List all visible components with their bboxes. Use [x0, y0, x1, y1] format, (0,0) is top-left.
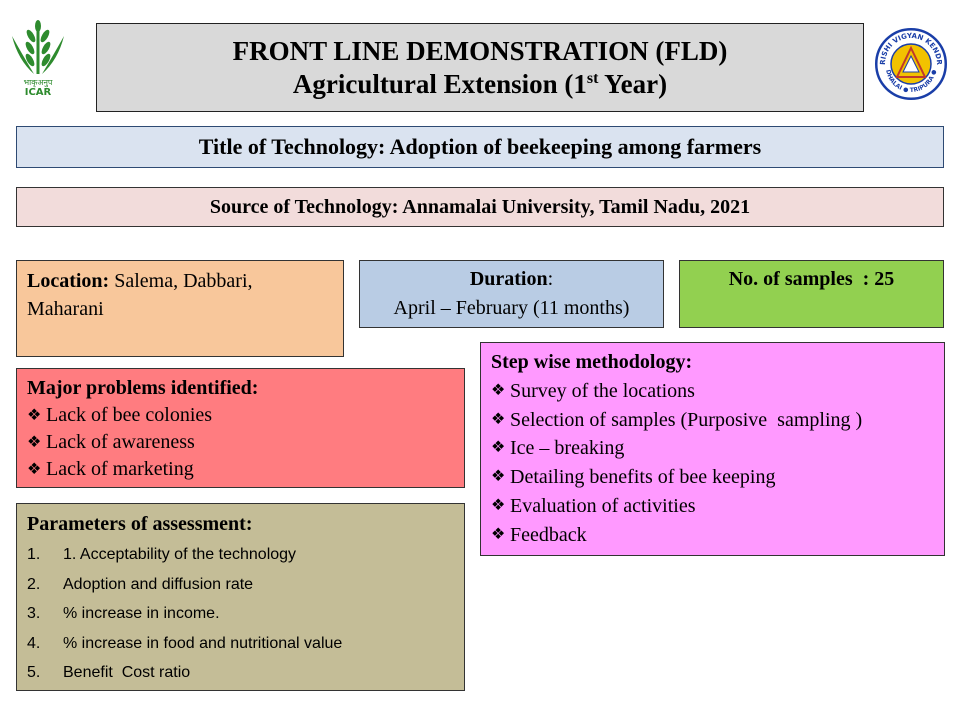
- diamond-bullet-icon: ❖: [491, 381, 506, 399]
- parameter-item: % increase in income.: [63, 605, 220, 622]
- item-number: 1.: [27, 546, 41, 563]
- diamond-bullet-icon: ❖: [27, 461, 42, 478]
- diamond-bullet-icon: ❖: [27, 434, 42, 451]
- list-item: ❖Lack of awareness: [27, 429, 454, 456]
- list-item: ❖Evaluation of activities: [491, 492, 934, 521]
- technology-source: Source of Technology: Annamalai Universi…: [209, 195, 751, 218]
- icar-hindi-text: भाकृअनुप: [24, 78, 53, 88]
- list-item: 3. % increase in income.: [27, 599, 454, 629]
- methodology-item: Ice – breaking: [510, 437, 625, 460]
- header-line2-prefix: Agricultural Extension (1: [292, 68, 587, 99]
- list-item: ❖Feedback: [491, 521, 934, 550]
- list-item: 5. Benefit Cost ratio: [27, 658, 454, 688]
- header-line1: FRONT LINE DEMONSTRATION (FLD): [232, 35, 728, 66]
- parameter-item: 1. Acceptability of the technology: [63, 546, 297, 563]
- item-number: 3.: [27, 605, 41, 622]
- location-box: Location: Salema, Dabbari, Maharani: [16, 260, 344, 357]
- list-item: ❖Ice – breaking: [491, 434, 934, 463]
- list-item: 2. Adoption and diffusion rate: [27, 570, 454, 600]
- problems-box: Major problems identified: ❖Lack of bee …: [16, 368, 465, 488]
- methodology-item: Survey of the locations: [510, 379, 695, 402]
- problem-item: Lack of bee colonies: [46, 404, 213, 426]
- diamond-bullet-icon: ❖: [491, 439, 506, 457]
- problem-item: Lack of awareness: [46, 431, 195, 453]
- parameters-list: 1. 1. Acceptability of the technology 2. A…: [27, 540, 454, 688]
- header-line2: Agricultural Extension (1st Year): [293, 68, 667, 101]
- item-number: 5.: [27, 664, 41, 681]
- parameter-item: % increase in food and nutritional value: [63, 634, 343, 652]
- parameters-heading: Parameters of assessment:: [27, 513, 253, 535]
- technology-title: Title of Technology: Adoption of beekeep…: [198, 134, 762, 159]
- list-item: ❖Detailing benefits of bee keeping: [491, 463, 934, 492]
- header-line2-sup: st: [586, 69, 599, 87]
- duration-box: Duration: April – February (11 months): [359, 260, 664, 328]
- parameters-box: Parameters of assessment: 1. 1. Acceptabi…: [16, 503, 465, 691]
- methodology-box: Step wise methodology: ❖Survey of the lo…: [480, 342, 945, 556]
- list-item: ❖Survey of the locations: [491, 377, 934, 406]
- list-item: 1. 1. Acceptability of the technology: [27, 540, 454, 570]
- diamond-bullet-icon: ❖: [491, 496, 506, 514]
- technology-title-box: Title of Technology: Adoption of beekeep…: [16, 126, 944, 168]
- page-header: FRONT LINE DEMONSTRATION (FLD) Agricultu…: [96, 23, 864, 112]
- duration-value: April – February (11 months): [393, 297, 630, 319]
- diamond-bullet-icon: ❖: [491, 468, 506, 486]
- item-number: 2.: [27, 575, 41, 593]
- list-item: 4. % increase in food and nutritional val…: [27, 629, 454, 659]
- methodology-item: Selection of samples (Purposive sampling…: [510, 408, 863, 431]
- icar-text: ICAR: [25, 87, 52, 98]
- header-line2-suffix: Year): [598, 68, 668, 99]
- list-item: ❖Lack of marketing: [27, 456, 454, 483]
- duration-label: Duration: [469, 268, 548, 290]
- methodology-item: Evaluation of activities: [510, 494, 696, 517]
- diamond-bullet-icon: ❖: [491, 525, 506, 543]
- diamond-bullet-icon: ❖: [27, 407, 42, 424]
- krishi-vigyan-kendra-logo-icon: KRISHI VIGYAN KENDRA DHALAI ● TRIPURA ●: [871, 21, 948, 101]
- technology-source-box: Source of Technology: Annamalai Universi…: [16, 187, 944, 227]
- samples-box: No. of samples : 25: [679, 260, 944, 328]
- samples-text: No. of samples : 25: [728, 268, 895, 290]
- parameter-item: Benefit Cost ratio: [63, 664, 191, 681]
- problem-item: Lack of marketing: [46, 458, 194, 480]
- location-label: Location:: [27, 270, 110, 292]
- methodology-heading: Step wise methodology:: [491, 351, 693, 373]
- list-item: ❖Selection of samples (Purposive samplin…: [491, 406, 934, 435]
- problems-heading: Major problems identified:: [27, 377, 259, 399]
- icar-logo-icon: भाकृअनुप ICAR: [8, 18, 68, 98]
- parameter-item: Adoption and diffusion rate: [63, 575, 254, 593]
- duration-colon: :: [547, 268, 554, 290]
- methodology-item: Feedback: [510, 523, 587, 546]
- location-value: Salema, Dabbari, Maharani: [27, 270, 253, 320]
- methodology-item: Detailing benefits of bee keeping: [510, 466, 776, 489]
- diamond-bullet-icon: ❖: [491, 410, 506, 428]
- list-item: ❖Lack of bee colonies: [27, 402, 454, 429]
- item-number: 4.: [27, 634, 41, 652]
